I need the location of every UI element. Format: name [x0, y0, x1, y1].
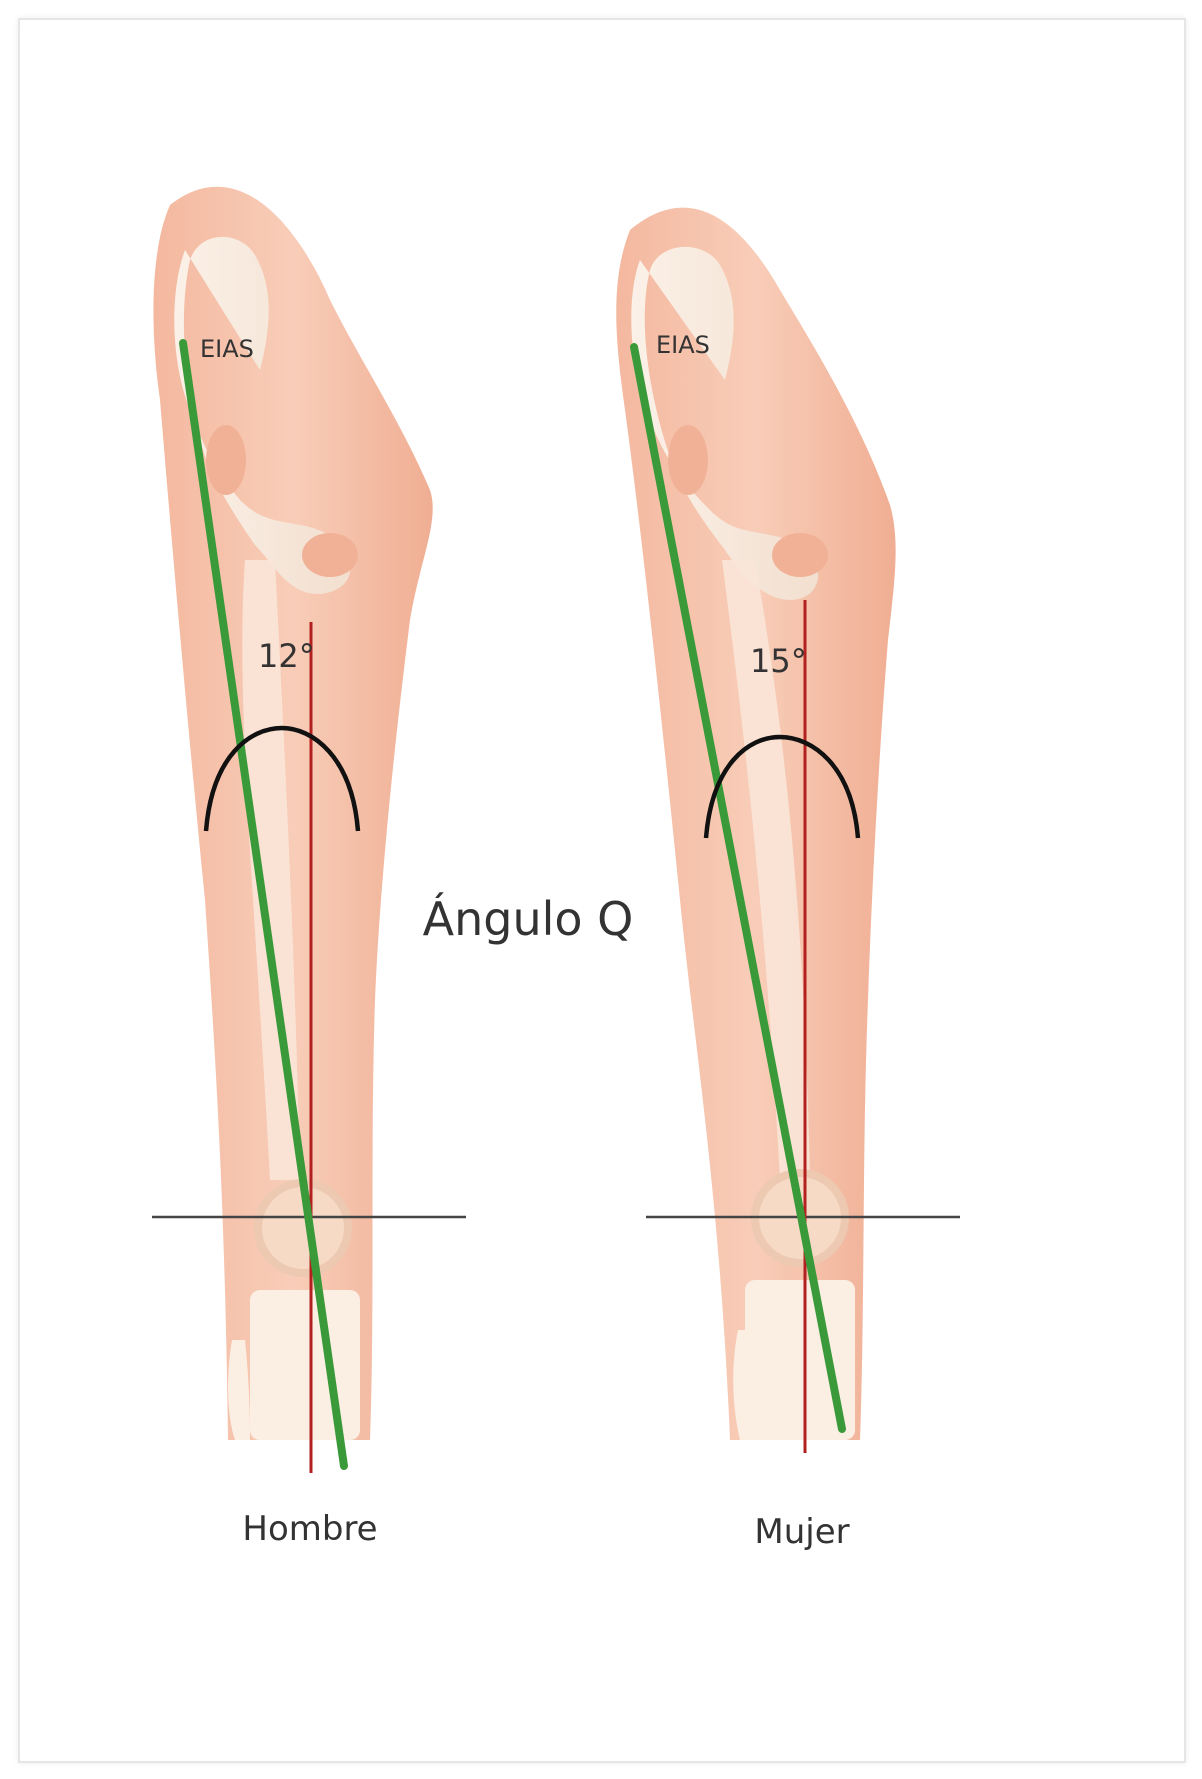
diagram-title: Ángulo Q	[423, 892, 634, 946]
leg-male: EIAS 12° Hombre	[152, 187, 466, 1549]
leg-male-obturator	[206, 425, 246, 495]
leg-male-landmark-label: EIAS	[200, 335, 254, 363]
leg-female-femoral-head	[772, 533, 828, 577]
leg-male-tibia	[250, 1290, 360, 1440]
leg-female-landmark-label: EIAS	[656, 331, 710, 359]
leg-male-angle-label: 12°	[258, 637, 315, 675]
leg-male-femoral-head	[302, 533, 358, 577]
leg-female-obturator	[668, 425, 708, 495]
leg-female-caption: Mujer	[754, 1512, 849, 1552]
leg-female: EIAS 15° Mujer	[616, 208, 960, 1552]
leg-female-angle-label: 15°	[750, 642, 807, 680]
leg-male-caption: Hombre	[242, 1509, 377, 1549]
